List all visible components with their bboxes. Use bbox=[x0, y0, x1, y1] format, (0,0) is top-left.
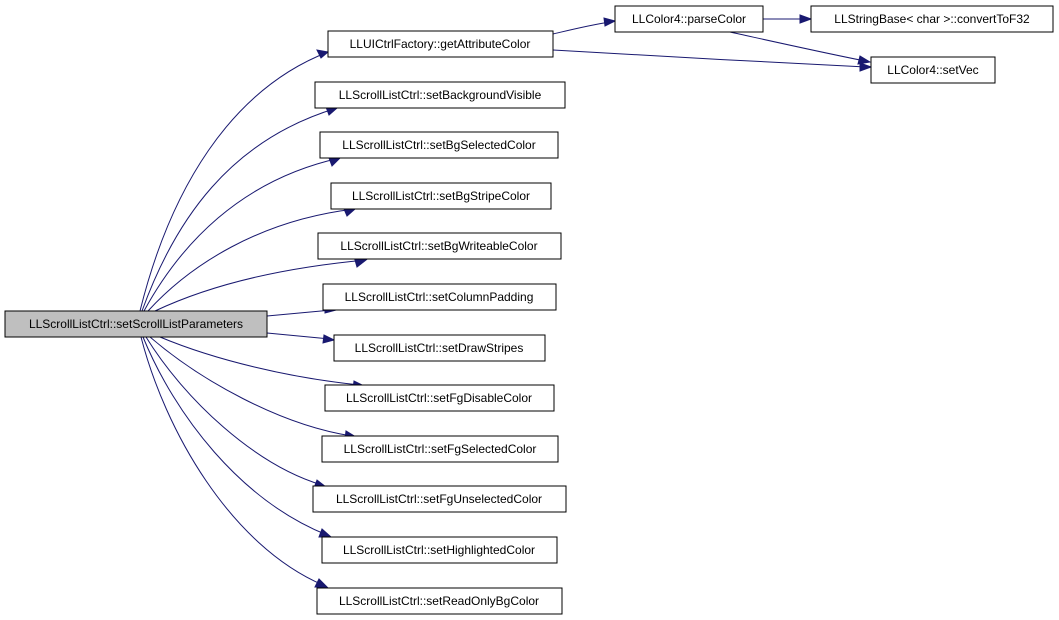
node-label: LLColor4::parseColor bbox=[632, 12, 746, 26]
arrowhead bbox=[603, 17, 617, 27]
node-setBackgroundVisible[interactable]: LLScrollListCtrl::setBackgroundVisible bbox=[314, 81, 566, 109]
edge-root-setDrawStripes bbox=[266, 332, 331, 340]
edge-root-setReadOnlyBgColor bbox=[140, 336, 324, 586]
node-setHighlightedColor[interactable]: LLScrollListCtrl::setHighlightedColor bbox=[321, 536, 558, 564]
node-setFgDisableColor[interactable]: LLScrollListCtrl::setFgDisableColor bbox=[324, 384, 555, 412]
edge-root-setBgStripeColor bbox=[147, 208, 356, 312]
edge-root-setColumnPadding bbox=[266, 309, 333, 317]
nodes-layer: LLScrollListCtrl::setScrollListParameter… bbox=[4, 5, 1054, 615]
node-setBgStripeColor[interactable]: LLScrollListCtrl::setBgStripeColor bbox=[330, 182, 552, 210]
edges-layer bbox=[139, 14, 873, 588]
node-setFgUnselectedColor[interactable]: LLScrollListCtrl::setFgUnselectedColor bbox=[312, 485, 567, 513]
edge-root-setHighlightedColor bbox=[142, 336, 328, 536]
edge-getAttributeColor-parseColor bbox=[552, 21, 611, 35]
node-label: LLScrollListCtrl::setDrawStripes bbox=[355, 341, 524, 355]
node-label: LLStringBase< char >::convertToF32 bbox=[834, 12, 1030, 26]
edge-root-setBackgroundVisible bbox=[141, 107, 338, 312]
edge-root-setFgDisableColor bbox=[159, 336, 361, 386]
arrowhead bbox=[322, 334, 336, 344]
node-label: LLColor4::setVec bbox=[887, 63, 978, 77]
arrowhead bbox=[314, 578, 329, 588]
node-label: LLScrollListCtrl::setScrollListParameter… bbox=[29, 317, 243, 331]
node-setColumnPadding[interactable]: LLScrollListCtrl::setColumnPadding bbox=[322, 283, 557, 311]
node-setVec[interactable]: LLColor4::setVec bbox=[870, 56, 996, 84]
node-setBgWriteableColor[interactable]: LLScrollListCtrl::setBgWriteableColor bbox=[317, 232, 562, 260]
edge-root-setFgSelectedColor bbox=[149, 336, 353, 437]
edge-root-getAttributeColor bbox=[139, 51, 329, 312]
edge-getAttributeColor-setVec bbox=[552, 49, 867, 68]
node-setDrawStripes[interactable]: LLScrollListCtrl::setDrawStripes bbox=[333, 334, 546, 362]
node-getAttributeColor[interactable]: LLUICtrlFactory::getAttributeColor bbox=[327, 30, 554, 58]
arrowhead bbox=[343, 208, 357, 217]
node-label: LLScrollListCtrl::setBgStripeColor bbox=[352, 189, 530, 203]
node-label: LLUICtrlFactory::getAttributeColor bbox=[350, 37, 531, 51]
arrowhead bbox=[316, 49, 330, 59]
arrowhead bbox=[857, 55, 872, 65]
edge-root-setFgUnselectedColor bbox=[145, 336, 323, 486]
edge-parseColor-setVec bbox=[729, 31, 866, 62]
node-convertToF32[interactable]: LLStringBase< char >::convertToF32 bbox=[810, 5, 1054, 33]
node-label: LLScrollListCtrl::setHighlightedColor bbox=[343, 543, 535, 557]
node-label: LLScrollListCtrl::setFgSelectedColor bbox=[344, 442, 537, 456]
arrowhead bbox=[354, 259, 368, 268]
edge-root-setBgSelectedColor bbox=[143, 157, 341, 312]
node-label: LLScrollListCtrl::setColumnPadding bbox=[345, 290, 534, 304]
arrowhead bbox=[799, 14, 813, 24]
node-parseColor[interactable]: LLColor4::parseColor bbox=[614, 5, 764, 33]
node-label: LLScrollListCtrl::setBackgroundVisible bbox=[339, 88, 542, 102]
arrowhead bbox=[859, 62, 873, 72]
node-setScrollListParameters[interactable]: LLScrollListCtrl::setScrollListParameter… bbox=[4, 310, 268, 338]
node-setReadOnlyBgColor[interactable]: LLScrollListCtrl::setReadOnlyBgColor bbox=[316, 587, 563, 615]
node-label: LLScrollListCtrl::setFgDisableColor bbox=[346, 391, 532, 405]
arrowhead bbox=[328, 157, 342, 167]
node-setFgSelectedColor[interactable]: LLScrollListCtrl::setFgSelectedColor bbox=[321, 435, 559, 463]
edge-root-setBgWriteableColor bbox=[154, 259, 367, 312]
node-label: LLScrollListCtrl::setBgSelectedColor bbox=[342, 138, 535, 152]
node-label: LLScrollListCtrl::setFgUnselectedColor bbox=[336, 492, 542, 506]
node-setBgSelectedColor[interactable]: LLScrollListCtrl::setBgSelectedColor bbox=[319, 131, 559, 159]
node-label: LLScrollListCtrl::setReadOnlyBgColor bbox=[339, 594, 539, 608]
arrowhead bbox=[318, 528, 333, 538]
node-label: LLScrollListCtrl::setBgWriteableColor bbox=[340, 239, 537, 253]
